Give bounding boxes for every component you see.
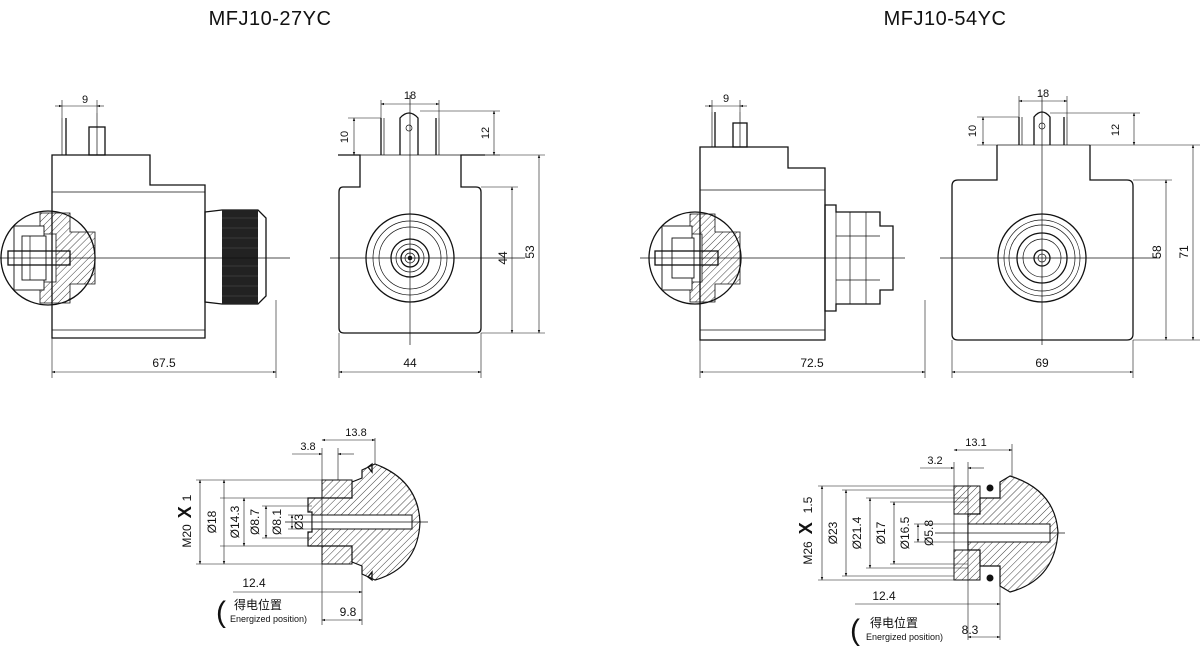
left-front-dim-pin-height-b: 12 — [480, 127, 492, 139]
right-section-dim-top-b: 13.1 — [965, 437, 986, 449]
left-section-dim-top-b: 13.8 — [345, 427, 366, 439]
right-section-thread-x: X — [796, 522, 816, 535]
title-right-model: MFJ10-54YC — [884, 8, 1007, 30]
right-front-dim-width: 69 — [1035, 356, 1049, 370]
right-section-thread: M26 — [801, 541, 815, 565]
right-section-dia-2: Ø21.4 — [850, 516, 864, 549]
right-section-paren: ( — [850, 614, 861, 647]
left-front-dim-pin-spacing: 18 — [404, 90, 416, 102]
right-front-dim-pin-spacing: 18 — [1037, 88, 1049, 100]
left-section-dia-2: Ø14.3 — [228, 505, 242, 538]
left-knurl-pattern — [222, 210, 258, 304]
right-section-dia-1: Ø23 — [826, 521, 840, 544]
right-section-energized-en: Energized position) — [866, 632, 943, 642]
left-front-dim-body-height: 44 — [496, 251, 510, 265]
right-section-dia-4: Ø16.5 — [898, 516, 912, 549]
left-side-dim-length: 67.5 — [152, 356, 176, 370]
right-section-dim-bottom-a: 12.4 — [872, 589, 896, 603]
right-front-body — [951, 145, 1134, 341]
right-front-dim-pin-height-b: 12 — [1110, 124, 1122, 136]
left-section-dia-1: Ø18 — [205, 510, 219, 533]
right-section-dia-3: Ø17 — [874, 521, 888, 544]
right-section-dim-bottom-b: 8.3 — [962, 623, 979, 637]
left-section-thread-x: X — [175, 506, 195, 519]
right-section-thread-pitch: 1.5 — [801, 496, 815, 513]
left-front-view: 18 10 12 44 53 44 — [330, 90, 545, 378]
left-section-detail: 3.8 13.8 Ø18 Ø14.3 Ø8.7 Ø8.1 Ø3 M20 X 1 … — [175, 427, 428, 629]
left-side-view: 9 67.5 — [0, 94, 290, 378]
left-section-paren: ( — [216, 596, 227, 629]
right-front-dim-pin-height-a: 10 — [967, 125, 979, 137]
right-section-energized-cn: 得电位置 — [870, 615, 918, 630]
right-section-dim-top-a: 3.2 — [927, 455, 942, 467]
left-section-energized-cn: 得电位置 — [234, 597, 282, 612]
left-front-center-pin — [399, 112, 419, 155]
left-section-thread: M20 — [180, 524, 194, 548]
left-section-dim-bottom-a: 12.4 — [242, 576, 266, 590]
left-section-energized-en: Energized position) — [230, 614, 307, 624]
left-section-dim-top-a: 3.8 — [300, 441, 315, 453]
right-section-detail: 3.2 13.1 Ø23 Ø21.4 Ø17 Ø16.5 Ø5.8 M26 X … — [796, 437, 1065, 647]
right-section-dia-5: Ø5.8 — [922, 520, 936, 546]
left-front-dim-width: 44 — [403, 356, 417, 370]
right-front-view: 18 10 12 58 71 69 — [940, 88, 1200, 378]
right-front-dim-body-height: 58 — [1150, 245, 1164, 259]
title-left-model: MFJ10-27YC — [209, 8, 332, 30]
right-side-dim-length: 72.5 — [800, 356, 824, 370]
left-section-dia-4: Ø8.1 — [270, 509, 284, 535]
left-section-dim-bottom-b: 9.8 — [340, 605, 357, 619]
right-side-view: 9 72.5 — [640, 93, 926, 378]
right-side-dim-pin-pitch: 9 — [723, 93, 729, 105]
left-side-dim-pin-pitch: 9 — [82, 94, 88, 106]
right-front-dim-total-height: 71 — [1177, 245, 1191, 259]
left-section-dia-3: Ø8.7 — [248, 509, 262, 535]
left-front-dim-total-height: 53 — [523, 245, 537, 259]
left-section-dia-5: Ø3 — [292, 514, 306, 530]
left-front-dim-pin-height-a: 10 — [339, 131, 351, 143]
left-section-thread-pitch: 1 — [180, 494, 194, 501]
